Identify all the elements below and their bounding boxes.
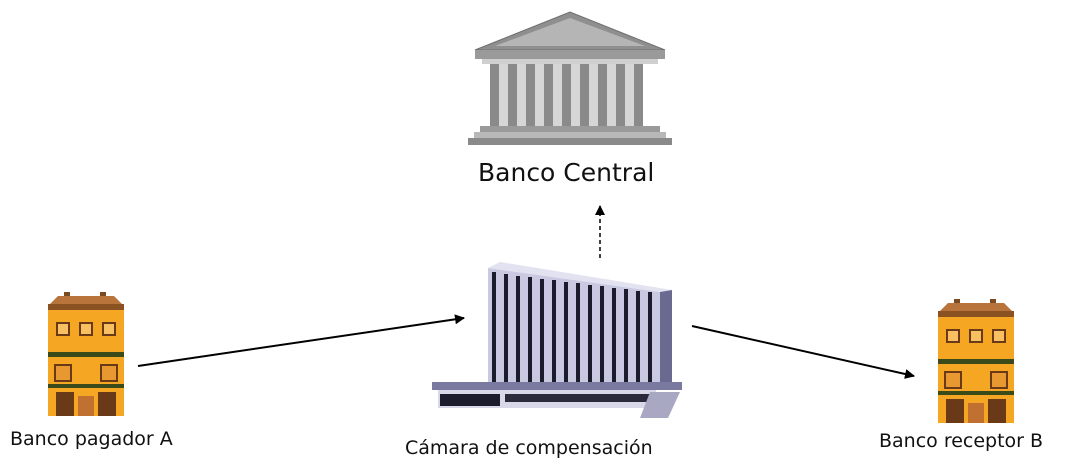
clearing-house-label: Cámara de compensación [405, 437, 653, 459]
townhouse-icon [938, 299, 1014, 423]
paying-bank-label: Banco pagador A [10, 428, 173, 450]
arrow-pagador-to-camara [137, 314, 465, 367]
arrow-camara-to-receptor [691, 325, 915, 379]
office-building-icon [432, 262, 682, 418]
receiving-bank-label: Banco receptor B [879, 430, 1044, 452]
central-bank-icon [468, 11, 672, 145]
townhouse-icon [48, 292, 124, 416]
central-bank-label: Banco Central [478, 158, 655, 187]
